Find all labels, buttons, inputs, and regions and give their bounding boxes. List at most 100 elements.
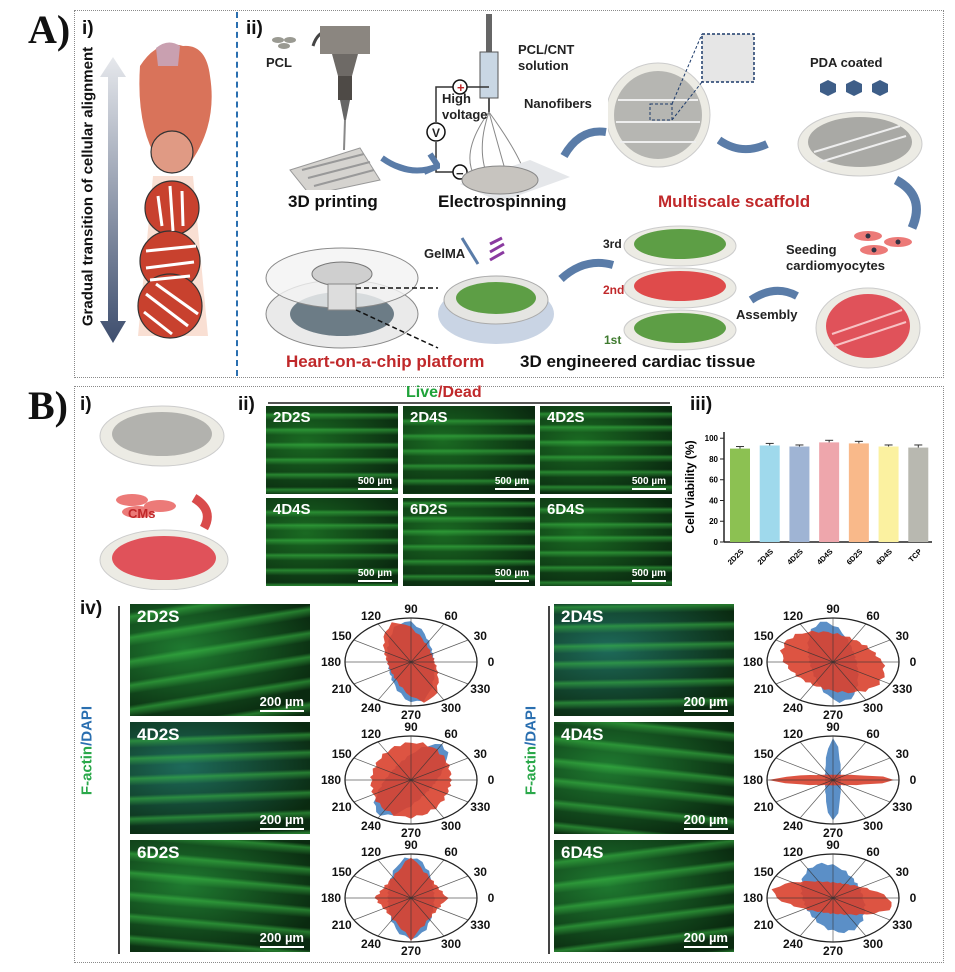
scale-bar: 200 µm bbox=[683, 812, 728, 830]
heart-illustration bbox=[137, 42, 212, 339]
polar-angle-label: 90 bbox=[826, 838, 840, 852]
polar-angle-label: 60 bbox=[444, 727, 458, 742]
pcl-cnt-label-2: solution bbox=[518, 58, 569, 73]
high-voltage-label-2: voltage bbox=[442, 107, 488, 122]
polar-angle-label: 180 bbox=[742, 655, 764, 669]
voltmeter-label: V bbox=[432, 126, 441, 140]
polar-angle-label: 120 bbox=[360, 609, 382, 624]
micrograph-label: 6D2S bbox=[410, 501, 448, 518]
polar-spoke bbox=[410, 779, 469, 803]
dead-label: Dead bbox=[442, 384, 482, 401]
micrograph: 6D2S 500 µm bbox=[403, 498, 535, 586]
x-tick-label: 2D4S bbox=[755, 547, 775, 567]
scale-bar: 500 µm bbox=[357, 568, 392, 582]
polar-spoke bbox=[410, 639, 469, 663]
live-dead-separator: / bbox=[438, 384, 443, 401]
polar-angle-label: 0 bbox=[487, 655, 495, 669]
polar-spoke bbox=[410, 661, 469, 685]
scale-bar-label: 500 µm bbox=[357, 568, 392, 579]
scale-bar-label: 500 µm bbox=[631, 568, 666, 579]
polar-spoke bbox=[410, 757, 469, 781]
alignment-axis-label: Gradual transition of cellular alignment bbox=[79, 46, 97, 327]
scale-bar: 500 µm bbox=[357, 476, 392, 490]
polar-angle-label: 330 bbox=[470, 799, 491, 814]
scale-bar-label: 200 µm bbox=[683, 930, 728, 945]
iv-right-rule bbox=[548, 606, 550, 954]
polar-angle-label: 240 bbox=[782, 936, 804, 951]
scale-bar-label: 500 µm bbox=[494, 568, 529, 579]
plus-sign: + bbox=[457, 80, 465, 95]
polar-angle-label: 300 bbox=[862, 936, 884, 951]
x-tick-label: 6D2S bbox=[845, 547, 865, 567]
scale-bar-label: 200 µm bbox=[259, 930, 304, 945]
polar-angle-label: 270 bbox=[822, 708, 844, 722]
layer-2nd-label: 2nd bbox=[603, 283, 625, 297]
polar-angle-label: 300 bbox=[440, 818, 462, 833]
panel-b-letter: B) bbox=[28, 383, 68, 428]
polar-spoke bbox=[799, 623, 834, 663]
polar-spoke bbox=[377, 779, 412, 819]
micrograph: 4D4S 500 µm bbox=[266, 498, 398, 586]
iv-left-rule bbox=[118, 606, 120, 954]
voltmeter-icon bbox=[426, 122, 446, 142]
pda-molecules-icon bbox=[820, 80, 888, 96]
polar-angle-label: 210 bbox=[753, 917, 774, 932]
polar-angle-label: 180 bbox=[320, 773, 342, 787]
polar-spoke bbox=[353, 661, 412, 685]
polar-angle-label: 60 bbox=[444, 609, 458, 624]
pcl-label: PCL bbox=[266, 55, 292, 70]
polar-angle-label: 210 bbox=[753, 799, 774, 814]
polar-spoke bbox=[353, 779, 412, 803]
polar-spoke bbox=[832, 639, 891, 663]
polar-angle-label: 0 bbox=[909, 773, 917, 787]
polar-spoke bbox=[410, 741, 445, 781]
polar-angle-label: 60 bbox=[866, 727, 880, 742]
polar-angle-label: 150 bbox=[753, 746, 774, 761]
high-voltage-label-1: High bbox=[442, 91, 471, 106]
micrograph-label: 4D4S bbox=[273, 501, 311, 518]
polar-spoke bbox=[353, 875, 412, 899]
electrospinning-illustration bbox=[426, 14, 570, 202]
polar-spoke bbox=[775, 661, 834, 685]
polar-angle-label: 30 bbox=[473, 628, 487, 643]
polar-spoke bbox=[353, 897, 412, 921]
gelma-pipette-and-uv-icon bbox=[460, 236, 505, 265]
x-tick-label: 4D2S bbox=[785, 547, 805, 567]
polar-angle-label: 150 bbox=[753, 628, 774, 643]
x-tick-label: 4D4S bbox=[815, 547, 835, 567]
polar-spoke bbox=[799, 859, 834, 899]
polar-spoke bbox=[410, 859, 445, 899]
cardiomyocytes-icon bbox=[854, 231, 912, 255]
polar-angle-label: 30 bbox=[473, 746, 487, 761]
x-tick-label: 2D2S bbox=[726, 547, 746, 567]
polar-angle-label: 330 bbox=[892, 799, 913, 814]
y-tick-label: 0 bbox=[714, 538, 719, 547]
scale-bar-label: 200 µm bbox=[259, 694, 304, 709]
zoom-circle-layer-3 bbox=[137, 273, 203, 339]
panel-b-frame bbox=[74, 386, 944, 963]
polar-angle-label: 90 bbox=[826, 720, 840, 734]
seeding-label-2: cardiomyocytes bbox=[786, 258, 885, 273]
polar-angle-label: 120 bbox=[360, 727, 382, 742]
3d-printer-illustration bbox=[289, 26, 381, 190]
micrograph-label: 2D4S bbox=[410, 409, 448, 426]
polar-spoke bbox=[832, 757, 891, 781]
polar-angle-label: 60 bbox=[866, 609, 880, 624]
scale-bar: 200 µm bbox=[683, 694, 728, 712]
polar-spoke bbox=[832, 741, 867, 781]
bar-4d4s bbox=[819, 442, 840, 542]
polar-angle-label: 0 bbox=[487, 773, 495, 787]
polar-angle-label: 180 bbox=[320, 655, 342, 669]
cm-seeding-illustration bbox=[99, 405, 229, 590]
panel-b-ii-label: ii) bbox=[238, 394, 255, 415]
y-tick-label: 60 bbox=[709, 476, 718, 485]
scale-bar: 200 µm bbox=[259, 812, 304, 830]
flow-arrow-1 bbox=[380, 152, 440, 175]
live-label: Live bbox=[406, 384, 439, 401]
x-tick-label: TCP bbox=[907, 547, 924, 564]
